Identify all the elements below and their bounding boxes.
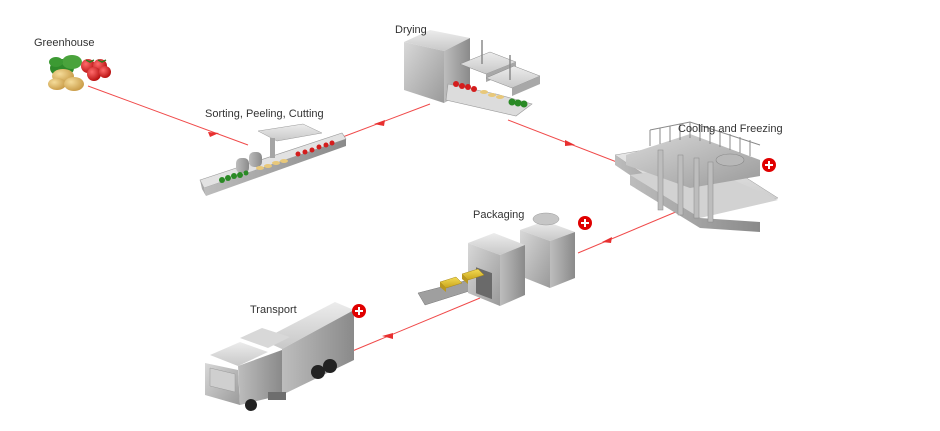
node-label-sorting: Sorting, Peeling, Cutting <box>205 108 324 120</box>
packaging-machine-icon[interactable] <box>417 212 575 306</box>
edge-packaging-to-transport <box>349 297 481 353</box>
node-label-cooling: Cooling and Freezing <box>678 123 783 135</box>
vegetables-icon[interactable] <box>48 55 111 91</box>
node-label-greenhouse: Greenhouse <box>34 37 95 49</box>
expand-cooling-button[interactable] <box>762 158 776 172</box>
edge-drying-to-sorting <box>339 103 431 139</box>
node-label-packaging: Packaging <box>473 209 525 221</box>
arrowhead-icon <box>382 333 393 339</box>
edge-cooling-to-packaging <box>577 205 691 254</box>
node-label-drying: Drying <box>395 24 427 36</box>
arrowhead-icon <box>565 140 575 146</box>
flow-arrowheads <box>208 120 612 339</box>
flow-edges <box>87 85 691 353</box>
arrowhead-icon <box>374 120 385 126</box>
node-label-transport: Transport <box>250 304 297 316</box>
freezer-icon[interactable] <box>614 121 779 232</box>
dryer-icon[interactable] <box>404 30 541 117</box>
conveyor-icon[interactable] <box>199 123 347 196</box>
arrowhead-icon <box>208 132 219 137</box>
truck-icon[interactable] <box>205 302 354 411</box>
expand-packaging-button[interactable] <box>578 216 592 230</box>
expand-transport-button[interactable] <box>352 304 366 318</box>
edge-greenhouse-to-sorting <box>87 85 249 146</box>
arrowhead-icon <box>602 237 612 243</box>
